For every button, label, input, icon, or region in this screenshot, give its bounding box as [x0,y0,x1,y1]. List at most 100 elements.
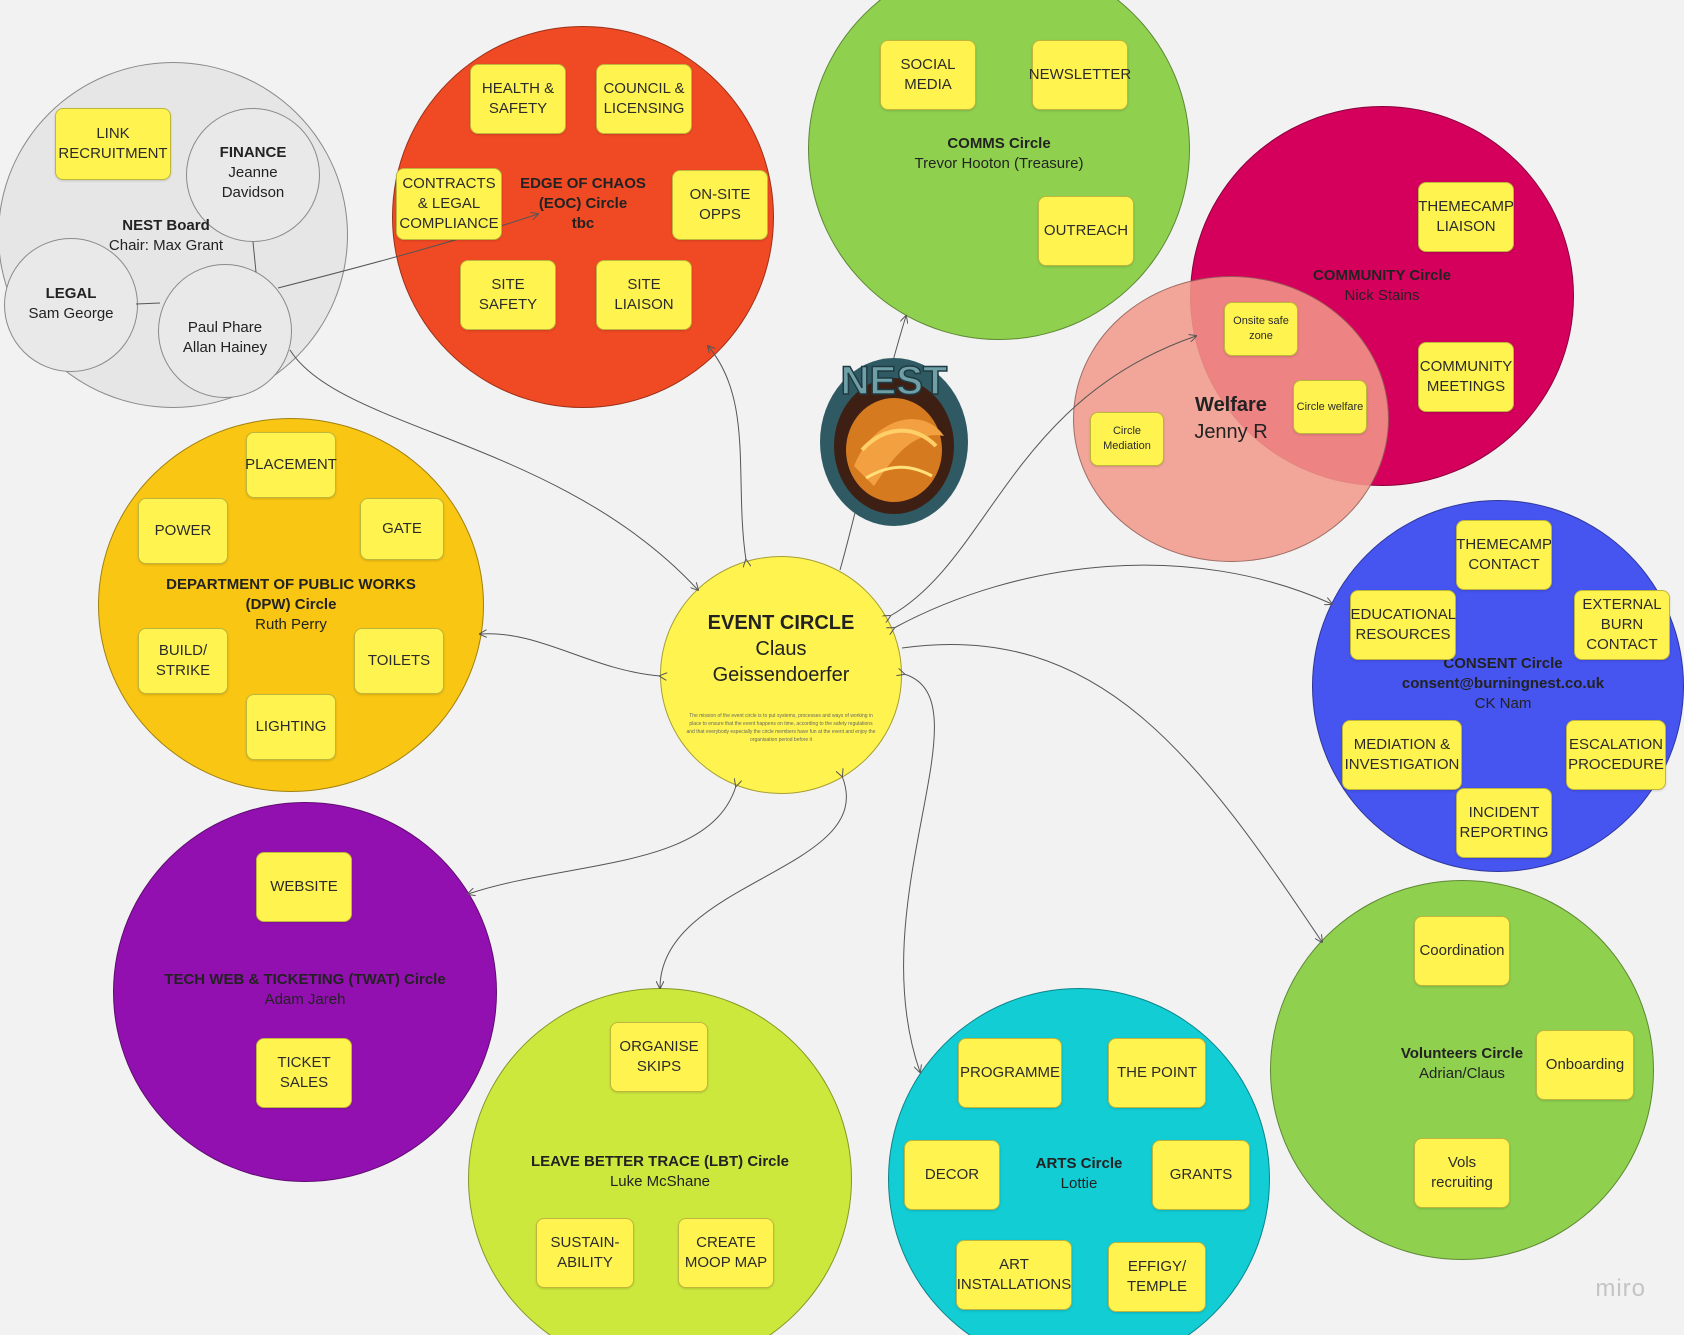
community-title-label: COMMUNITY Circle [1312,267,1452,284]
event-title: EVENT CIRCLE Claus Geissendoerfer [696,610,866,688]
note-community-meetings[interactable]: COMMUNITY MEETINGS [1418,342,1514,412]
people-names: Paul Phare Allan Hainey [182,319,268,356]
comms-title: COMMS Circle Trevor Hooton (Treasure) [878,134,1120,174]
logo-text: NEST [841,359,948,403]
finance-title-label: FINANCE [219,144,287,161]
link-event-arts [904,674,935,1072]
eoc-subtitle: tbc [571,215,595,232]
lbt-subtitle: Luke McShane [609,1173,711,1190]
note-toilets[interactable]: TOILETS [354,628,444,694]
community-subtitle: Nick Stains [1344,287,1420,304]
dpw-subtitle: Ruth Perry [255,616,327,633]
event-title-label: EVENT CIRCLE [707,612,855,634]
note-onboarding[interactable]: Onboarding [1536,1030,1634,1100]
note-create-moop-map[interactable]: CREATE MOOP MAP [678,1218,774,1288]
link-event-twat [468,786,736,894]
note-link-recruitment[interactable]: LINK RECRUITMENT [55,108,171,180]
note-grants[interactable]: GRANTS [1152,1140,1250,1210]
note-vols-recruiting[interactable]: Vols recruiting [1414,1138,1510,1208]
note-lighting[interactable]: LIGHTING [246,694,336,760]
dpw-title-label: DEPARTMENT OF PUBLIC WORKS (DPW) Circle [166,576,416,613]
arts-title-label: ARTS Circle [1035,1155,1123,1172]
people-title: Paul Phare Allan Hainey [180,318,270,358]
note-gate[interactable]: GATE [360,498,444,560]
welfare-title-label: Welfare [1195,394,1267,416]
legal-circle[interactable] [4,238,138,372]
volunteers-title: Volunteers Circle Adrian/Claus [1382,1044,1542,1084]
note-onsite-opps[interactable]: ON-SITE OPPS [672,170,768,240]
link-event-volunteers [901,643,1322,942]
note-onsite-safe-zone[interactable]: Onsite safe zone [1224,302,1298,356]
legal-title-label: LEGAL [45,285,97,302]
note-coordination[interactable]: Coordination [1414,916,1510,986]
lbt-title-label: LEAVE BETTER TRACE (LBT) Circle [530,1153,790,1170]
arts-subtitle: Lottie [1060,1175,1098,1192]
note-decor[interactable]: DECOR [904,1140,1000,1210]
finance-subtitle: Jeanne Davidson [221,164,285,201]
eoc-title: EDGE OF CHAOS (EOC) Circle tbc [500,174,666,234]
note-newsletter[interactable]: NEWSLETTER [1029,40,1131,110]
note-sustainability[interactable]: SUSTAIN-ABILITY [536,1218,634,1288]
link-event-lbt [660,776,847,988]
note-contracts-legal[interactable]: CONTRACTS & LEGAL COMPLIANCE [396,168,502,240]
board-subtitle: Chair: Max Grant [108,237,224,254]
volunteers-subtitle: Adrian/Claus [1419,1065,1505,1082]
consent-title-label: CONSENT Circle [1443,655,1563,672]
note-ticket-sales[interactable]: TICKET SALES [256,1038,352,1108]
welfare-title: Welfare Jenny R [1176,392,1286,446]
note-escalation-procedure[interactable]: ESCALATION PROCEDURE [1566,720,1666,790]
twat-title-label: TECH WEB & TICKETING (TWAT) Circle [164,971,446,988]
note-website[interactable]: WEBSITE [256,852,352,922]
consent-email: consent@burningnest.co.uk [1401,675,1605,692]
comms-title-label: COMMS Circle [947,135,1051,152]
legal-subtitle: Sam George [28,305,114,322]
eoc-title-label: EDGE OF CHAOS (EOC) Circle [520,175,646,212]
people-circle[interactable] [158,264,292,398]
note-site-liaison[interactable]: SITE LIAISON [596,260,692,330]
note-placement[interactable]: PLACEMENT [245,432,337,498]
note-health-safety[interactable]: HEALTH & SAFETY [470,64,566,134]
note-social-media[interactable]: SOCIAL MEDIA [880,40,976,110]
note-educational-resources[interactable]: EDUCATIONAL RESOURCES [1350,590,1456,660]
note-build-strike[interactable]: BUILD/ STRIKE [138,628,228,694]
miro-watermark: miro [1595,1275,1646,1302]
note-mediation-investigation[interactable]: MEDIATION & INVESTIGATION [1342,720,1462,790]
note-themecamp-contact[interactable]: THEMECAMP CONTACT [1456,520,1552,590]
note-programme[interactable]: PROGRAMME [958,1038,1062,1108]
note-the-point[interactable]: THE POINT [1108,1038,1206,1108]
consent-subtitle: CK Nam [1474,695,1532,712]
note-external-burn-contact[interactable]: EXTERNAL BURN CONTACT [1574,590,1670,660]
link-event-eoc [708,346,746,560]
twat-title: TECH WEB & TICKETING (TWAT) Circle Adam … [154,970,456,1010]
note-effigy-temple[interactable]: EFFIGY/ TEMPLE [1108,1242,1206,1312]
note-site-safety[interactable]: SITE SAFETY [460,260,556,330]
consent-title: CONSENT Circle consent@burningnest.co.uk… [1380,654,1626,714]
note-organise-skips[interactable]: ORGANISE SKIPS [610,1022,708,1092]
note-circle-mediation[interactable]: Circle Mediation [1090,412,1164,466]
note-incident-reporting[interactable]: INCIDENT REPORTING [1456,788,1552,858]
welfare-subtitle: Jenny R [1194,421,1268,443]
board-title: NEST Board Chair: Max Grant [90,216,242,256]
note-art-installations[interactable]: ART INSTALLATIONS [956,1240,1072,1310]
note-themecamp-liaison[interactable]: THEMECAMP LIAISON [1418,182,1514,252]
legal-title: LEGAL Sam George [16,284,126,324]
finance-title: FINANCE Jeanne Davidson [206,143,300,203]
note-outreach[interactable]: OUTREACH [1038,196,1134,266]
board-title-label: NEST Board [122,217,210,234]
lbt-title: LEAVE BETTER TRACE (LBT) Circle Luke McS… [522,1152,798,1192]
nest-logo: NEST [820,358,968,526]
twat-subtitle: Adam Jareh [264,991,346,1008]
note-power[interactable]: POWER [138,498,228,564]
link-event-consent [894,564,1332,628]
arts-title: ARTS Circle Lottie [1020,1154,1138,1194]
event-mission: The mission of the event circle is to pu… [686,713,876,743]
note-council-licensing[interactable]: COUNCIL & LICENSING [596,64,692,134]
comms-subtitle: Trevor Hooton (Treasure) [914,155,1084,172]
note-circle-welfare[interactable]: Circle welfare [1293,380,1367,434]
volunteers-title-label: Volunteers Circle [1400,1045,1524,1062]
dpw-title: DEPARTMENT OF PUBLIC WORKS (DPW) Circle … [160,575,422,635]
community-title: COMMUNITY Circle Nick Stains [1290,266,1474,306]
event-subtitle: Claus Geissendoerfer [712,638,850,686]
link-event-dpw [480,634,660,676]
